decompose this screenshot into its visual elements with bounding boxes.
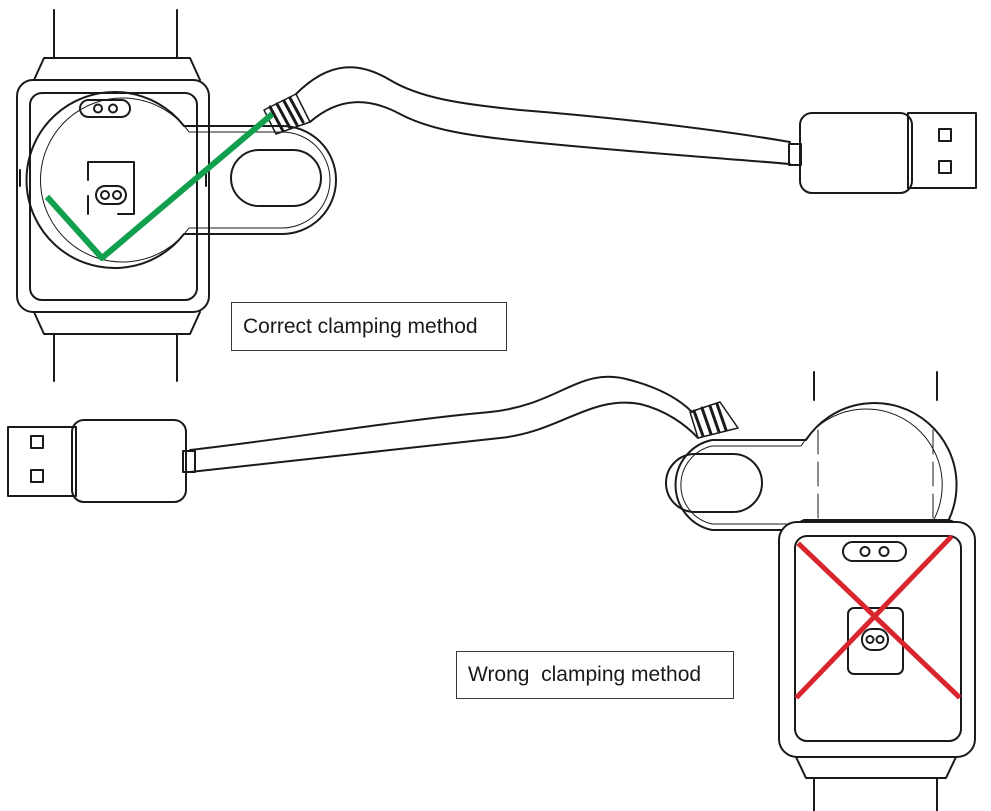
correct-method-label: Correct clamping method (231, 302, 507, 351)
check-mark-icon (44, 111, 275, 261)
wrong-watch (778, 371, 976, 811)
correct-watch (16, 9, 210, 382)
correct-charger-dock (25, 91, 337, 269)
correct-cable (263, 66, 977, 194)
cross-mark-icon (794, 534, 962, 700)
wrong-method-label: Wrong clamping method (456, 651, 734, 699)
wrong-cable (7, 375, 739, 503)
